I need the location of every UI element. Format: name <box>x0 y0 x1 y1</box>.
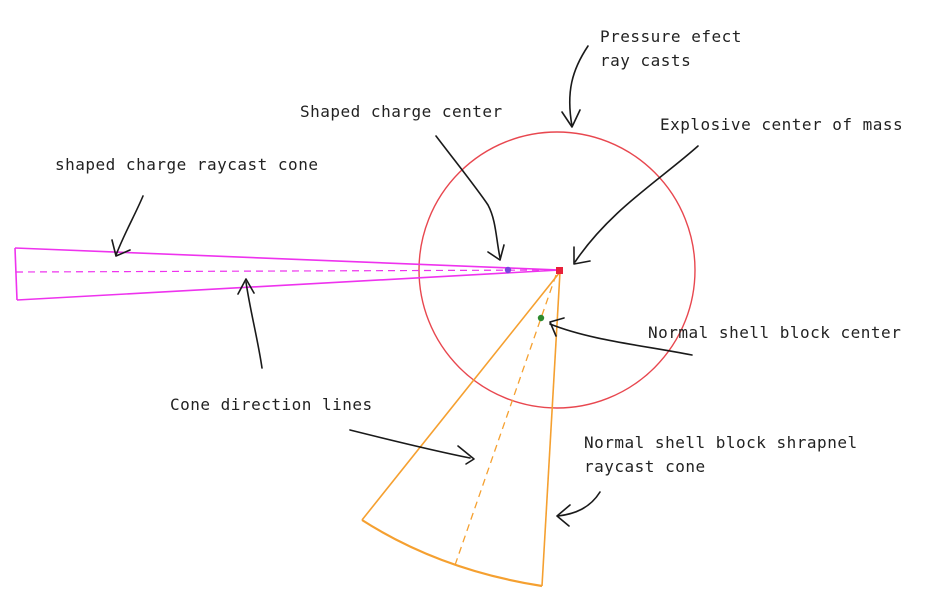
shaped-cone-arrow-head <box>111 239 131 257</box>
normal-shell-cone <box>361 271 561 588</box>
pressure-circle <box>418 131 696 409</box>
normal-center-arrow-head <box>549 317 565 337</box>
pressure-effect-label-line2: ray casts <box>600 51 691 70</box>
normal-shell-center-label: Normal shell block center <box>648 323 901 342</box>
pressure-arrow-head <box>561 109 581 128</box>
shaped-cone-direction-line <box>15 269 561 273</box>
shaped-charge-center-label: Shaped charge center <box>300 102 503 121</box>
cone-lines-arrow-right-head <box>457 445 475 465</box>
shaped-cone-arrow <box>115 195 144 256</box>
normal-center-arrow <box>549 323 693 356</box>
normal-cone-arc <box>361 519 543 588</box>
explosive-center-arrow-head <box>573 246 591 265</box>
shaped-charge-cone <box>14 247 561 301</box>
explosive-center-arrow <box>574 145 699 263</box>
shaped-cone-base <box>14 247 18 301</box>
normal-cone-arrow <box>557 491 601 517</box>
normal-shell-block-center-dot <box>537 314 545 322</box>
normal-cone-edge-left <box>361 271 561 521</box>
normal-shell-cone-label-line2: raycast cone <box>584 457 706 476</box>
cone-lines-arrow-up-head <box>237 278 255 295</box>
pressure-effect-label-line1: Pressure efect <box>600 27 742 46</box>
explosive-center-label: Explosive center of mass <box>660 115 903 134</box>
cone-lines-arrow-up <box>245 281 263 369</box>
shaped-center-arrow-head <box>487 244 505 261</box>
shaped-center-arrow <box>435 135 501 259</box>
shaped-cone-edge-top <box>14 247 561 271</box>
shaped-cone-edge-bottom <box>16 269 561 301</box>
shaped-cone-label: shaped charge raycast cone <box>55 155 318 174</box>
pressure-arrow <box>568 45 589 127</box>
explosive-center-of-mass-dot <box>556 267 563 274</box>
normal-cone-edge-right <box>541 271 561 587</box>
normal-cone-arrow-head <box>556 504 571 527</box>
cone-direction-lines-label: Cone direction lines <box>170 395 373 414</box>
annotation-arrows <box>111 45 699 527</box>
normal-cone-direction-line <box>453 274 557 569</box>
shaped-charge-center-dot <box>504 266 512 274</box>
normal-shell-cone-label-line1: Normal shell block shrapnel <box>584 433 858 452</box>
cone-lines-arrow-right <box>349 429 471 459</box>
